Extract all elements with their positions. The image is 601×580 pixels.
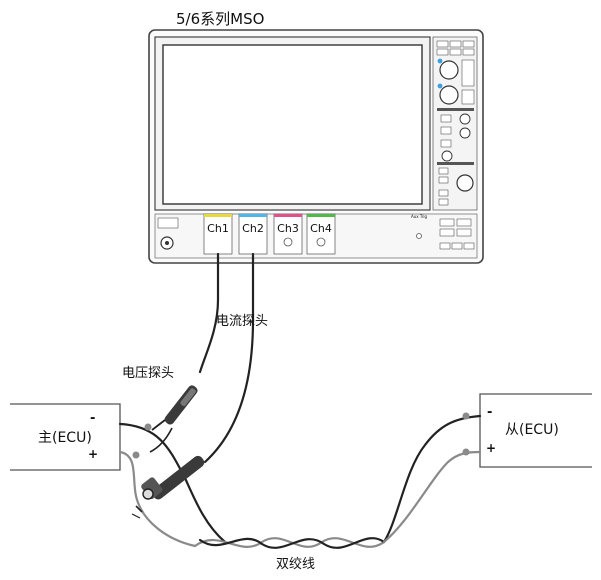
master-ecu-label: 主(ECU)	[38, 430, 92, 446]
wiring	[118, 252, 482, 549]
slave-plus-terminal	[462, 448, 470, 456]
master-minus-label: -	[90, 411, 95, 426]
slave-plus-label: +	[486, 441, 496, 455]
twisted-pair-label: 双绞线	[276, 556, 315, 572]
master-ecu	[10, 403, 121, 471]
slave-minus-label: -	[487, 405, 492, 420]
voltage-probe-icon	[149, 385, 198, 453]
slave-ecu	[479, 393, 592, 468]
current-probe-icon	[131, 455, 205, 519]
ch3-label: Ch3	[277, 222, 299, 235]
ch4-input[interactable]	[306, 213, 336, 255]
slave-minus-terminal	[462, 412, 470, 420]
ch3-input[interactable]	[273, 213, 303, 255]
ch2-input[interactable]	[238, 213, 268, 255]
slave-ecu-label: 从(ECU)	[505, 422, 559, 438]
master-minus-terminal	[144, 423, 152, 431]
knob-c-icon[interactable]	[456, 174, 474, 192]
knob-b-icon[interactable]	[439, 85, 459, 105]
current-probe-label: 电流探头	[216, 314, 268, 329]
aux-trig-connector	[416, 233, 422, 239]
master-plus-terminal	[132, 451, 140, 459]
ch4-label: Ch4	[310, 222, 332, 235]
scope-screen	[162, 44, 423, 205]
ch2-label: Ch2	[242, 222, 264, 235]
knob-a-icon[interactable]	[439, 60, 459, 80]
oscilloscope: Ch1 Ch2 Ch3 Ch4 Aux Trig	[148, 29, 484, 264]
master-plus-label: +	[88, 447, 98, 461]
voltage-probe-label: 电压探头	[122, 366, 174, 381]
ch1-label: Ch1	[207, 222, 229, 235]
scope-title: 5/6系列MSO	[176, 10, 264, 28]
aux-trig-label: Aux Trig	[411, 214, 428, 219]
